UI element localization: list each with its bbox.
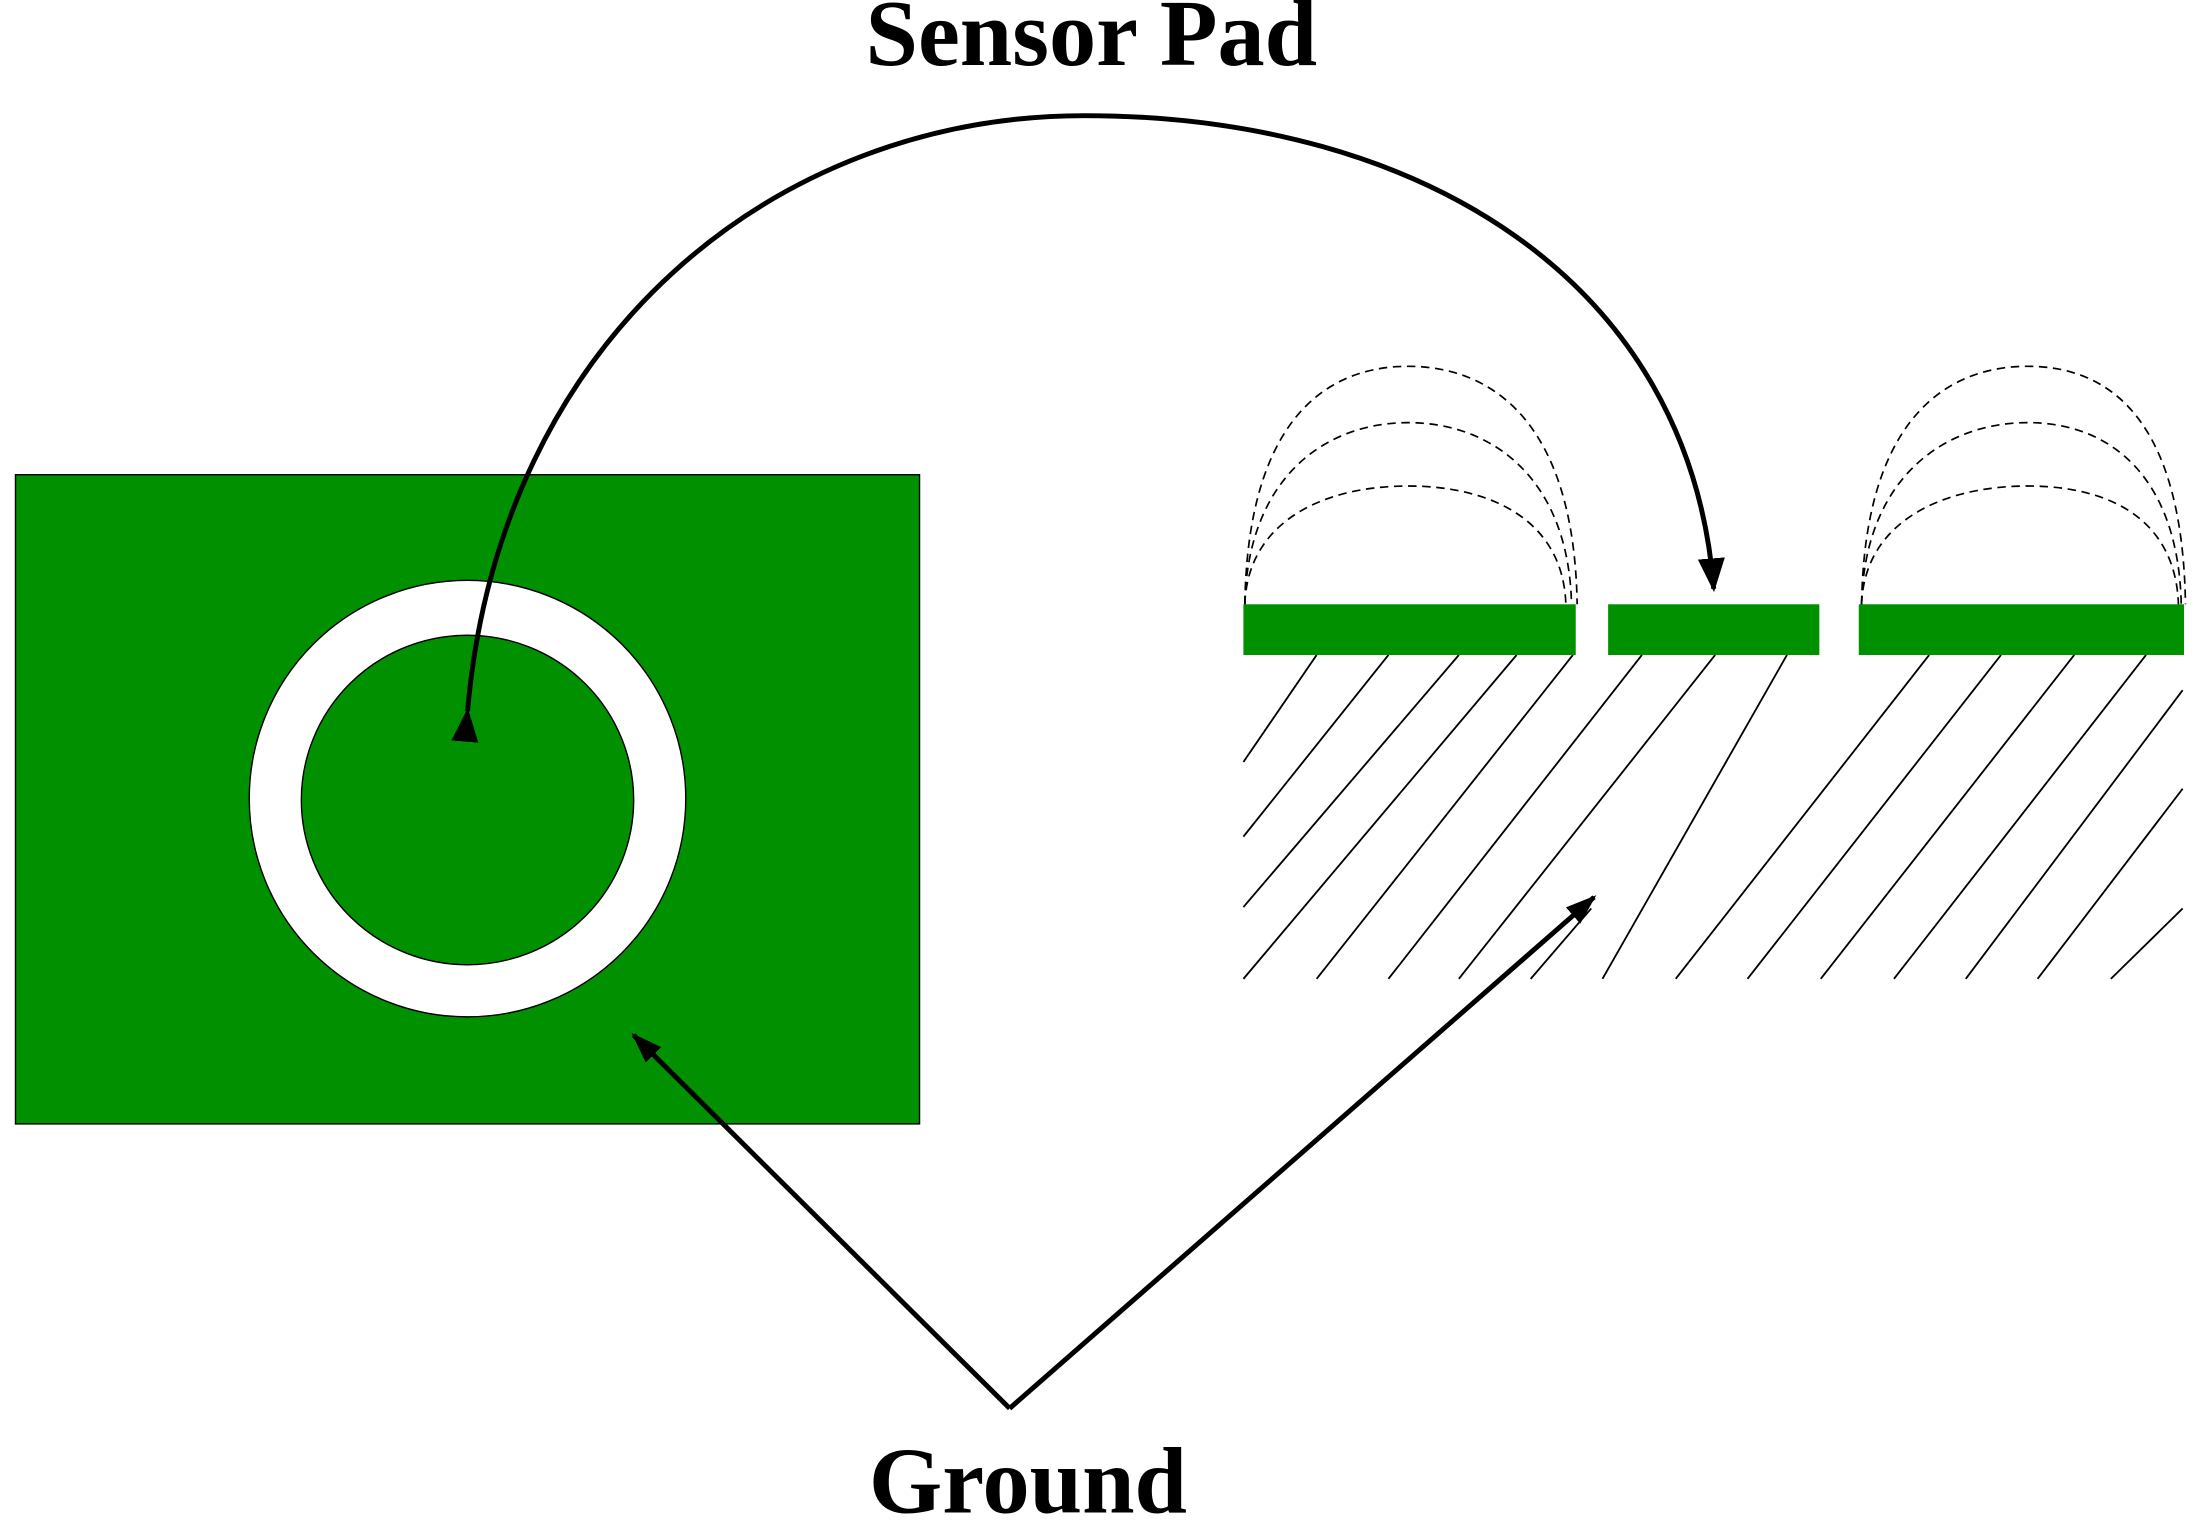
sensor-pad-arrow [451,113,1725,743]
field-line-left-outer [1243,365,1578,605]
sensor-pad-top-view [300,634,635,966]
ground-trace-right [1858,604,2185,655]
substrate-hatch [1242,654,2184,980]
field-lines [1243,365,2187,605]
ground-arrow-top-view [631,1033,1012,1411]
sensor-pad-side-view [1608,604,1820,655]
field-line-left-middle [1243,421,1573,605]
top-view [14,474,921,1125]
ground-arrow-side-view [1008,895,1597,1411]
ground-trace-left [1243,604,1576,655]
field-line-left-inner [1243,485,1567,605]
ground-label: Ground [869,1430,1187,1524]
sensor-pad-label: Sensor Pad [865,0,1317,86]
field-line-right-inner [1860,485,2180,605]
field-line-right-middle [1860,421,2183,605]
ground-arrows [631,895,1597,1411]
side-view-copper [1243,604,2185,655]
field-line-right-outer [1860,365,2187,605]
